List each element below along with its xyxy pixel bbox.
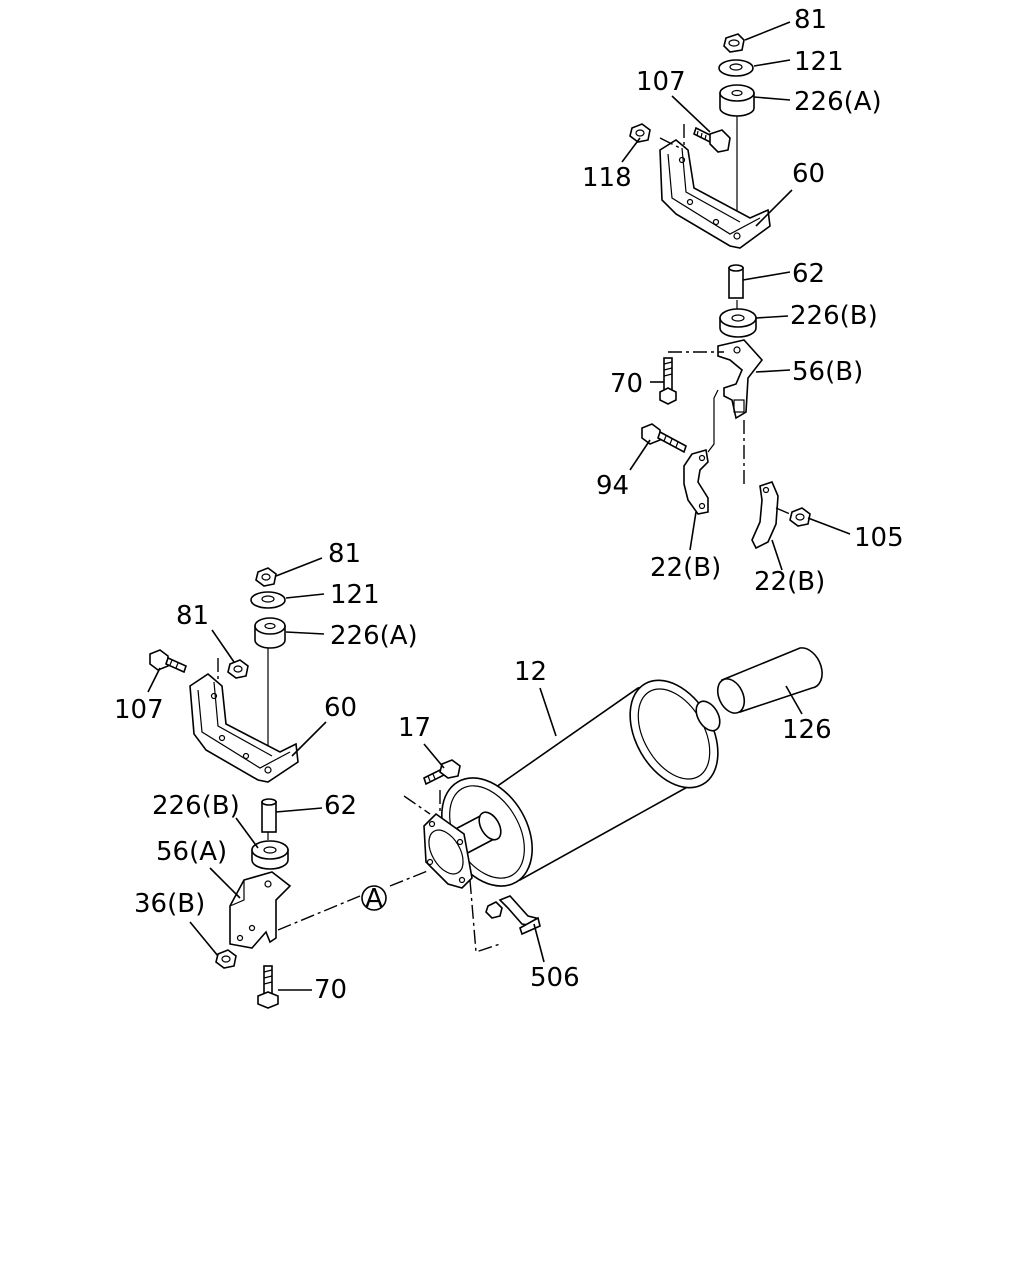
callout-top-226a: 226(A) xyxy=(794,87,882,117)
callout-muffler-12: 12 xyxy=(514,657,547,687)
callout-top-94: 94 xyxy=(596,471,629,501)
bottom-hanger-assembly xyxy=(149,567,299,1009)
sleeve-62-lower-icon xyxy=(261,798,277,833)
callout-bottom-36b: 36(B) xyxy=(134,889,205,919)
callout-bottom-81-top: 81 xyxy=(328,539,361,569)
callout-bottom-226b: 226(B) xyxy=(152,791,240,821)
bolt-70-top-icon xyxy=(659,351,724,405)
bracket-60-icon xyxy=(659,124,771,249)
rubber-cushion-226a-lower-icon xyxy=(254,617,286,649)
callout-bottom-226a: 226(A) xyxy=(330,621,418,651)
callout-top-107: 107 xyxy=(636,67,686,97)
leader-lines xyxy=(147,21,851,991)
nut-36b-icon xyxy=(215,949,237,969)
callout-bottom-60: 60 xyxy=(324,693,357,723)
top-hanger-assembly xyxy=(629,33,811,550)
callout-top-62: 62 xyxy=(792,259,825,289)
bolt-70-lower-icon xyxy=(257,965,279,1009)
nut-118-icon xyxy=(629,123,651,143)
washer-121-icon xyxy=(718,59,754,77)
callout-bolt-17: 17 xyxy=(398,713,431,743)
bracket-56b-icon xyxy=(707,339,764,453)
sleeve-62-icon xyxy=(728,264,744,299)
callout-bottom-70: 70 xyxy=(314,975,347,1005)
callout-top-70: 70 xyxy=(610,369,643,399)
callout-labels: 81 121 226(A) 107 118 60 62 226(B) 56(B)… xyxy=(114,5,904,1005)
nut-81-icon xyxy=(723,33,745,53)
nut-81-lower-side-icon xyxy=(227,659,249,679)
callout-top-60: 60 xyxy=(792,159,825,189)
clamp-22b-left-icon xyxy=(683,448,709,515)
rubber-cushion-226b-lower-icon xyxy=(251,840,289,870)
callout-top-105: 105 xyxy=(854,523,904,553)
callout-top-22b-right: 22(B) xyxy=(754,567,825,597)
bracket-56a-lower-icon xyxy=(229,871,292,949)
callout-clamp-506: 506 xyxy=(530,963,580,993)
bolt-107-lower-icon xyxy=(149,649,187,674)
callout-top-22b-left: 22(B) xyxy=(650,553,721,583)
nut-81-lower-top-icon xyxy=(255,567,277,587)
clamp-22b-right-icon xyxy=(743,420,779,550)
callout-bottom-121: 121 xyxy=(330,580,380,610)
tail-pipe-126-icon xyxy=(716,647,823,714)
bolt-94-icon xyxy=(641,423,687,454)
bolt-107-icon xyxy=(693,126,731,153)
callout-pipe-126: 126 xyxy=(782,715,832,745)
nut-105-icon xyxy=(775,507,811,527)
bracket-60-lower-icon xyxy=(189,658,299,783)
bolt-17-icon xyxy=(403,759,461,815)
callout-top-81: 81 xyxy=(794,5,827,35)
callout-bottom-56a: 56(A) xyxy=(156,837,227,867)
muffler-assembly: A xyxy=(277,647,823,953)
inlet-flange-icon xyxy=(423,812,473,889)
callout-bottom-81-side: 81 xyxy=(176,601,209,631)
rubber-cushion-226b-icon xyxy=(719,308,757,338)
reference-a-circle: A xyxy=(361,884,387,914)
callout-top-121: 121 xyxy=(794,47,844,77)
callout-bottom-62: 62 xyxy=(324,791,357,821)
callout-bottom-107: 107 xyxy=(114,695,164,725)
reference-a-label: A xyxy=(365,884,383,914)
clamp-506-icon xyxy=(469,879,541,953)
callout-top-56b: 56(B) xyxy=(792,357,863,387)
callout-top-226b: 226(B) xyxy=(790,301,878,331)
washer-121-lower-icon xyxy=(250,591,286,609)
callout-top-118: 118 xyxy=(582,163,632,193)
rubber-cushion-226a-icon xyxy=(719,84,755,117)
